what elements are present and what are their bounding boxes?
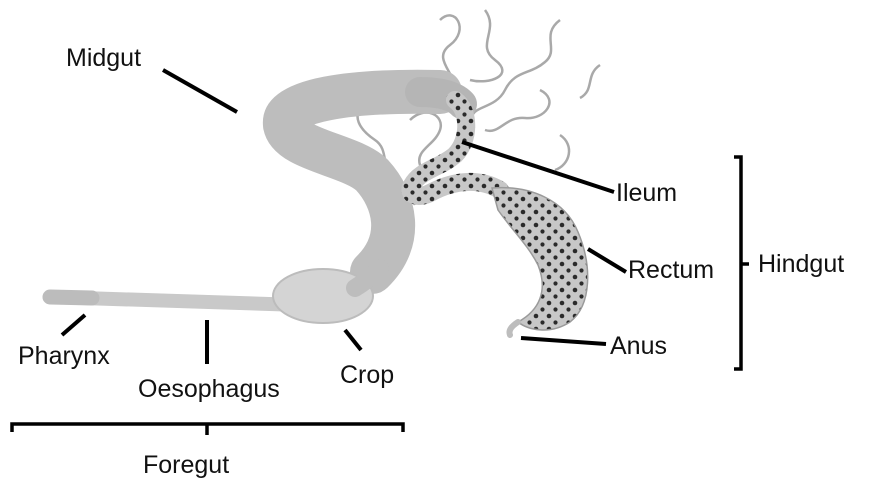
label-hindgut: Hindgut	[758, 250, 844, 278]
pharynx-leader	[62, 315, 85, 335]
label-foregut: Foregut	[143, 451, 229, 479]
crop-leader	[345, 330, 361, 350]
anus-leader	[521, 338, 606, 344]
foregut-bracket	[12, 424, 403, 435]
label-rectum: Rectum	[628, 256, 714, 284]
label-crop: Crop	[340, 361, 394, 389]
label-pharynx: Pharynx	[18, 342, 110, 370]
label-anus: Anus	[610, 332, 667, 360]
midgut-leader	[163, 70, 237, 112]
label-oesophagus: Oesophagus	[138, 375, 280, 403]
hindgut-bracket	[734, 157, 749, 369]
rectum-sac	[492, 188, 588, 330]
label-midgut: Midgut	[66, 44, 141, 72]
label-ileum: Ileum	[616, 179, 677, 207]
rectum-leader	[588, 249, 626, 272]
anus-tip	[509, 322, 518, 335]
pharynx-tube	[50, 297, 92, 298]
